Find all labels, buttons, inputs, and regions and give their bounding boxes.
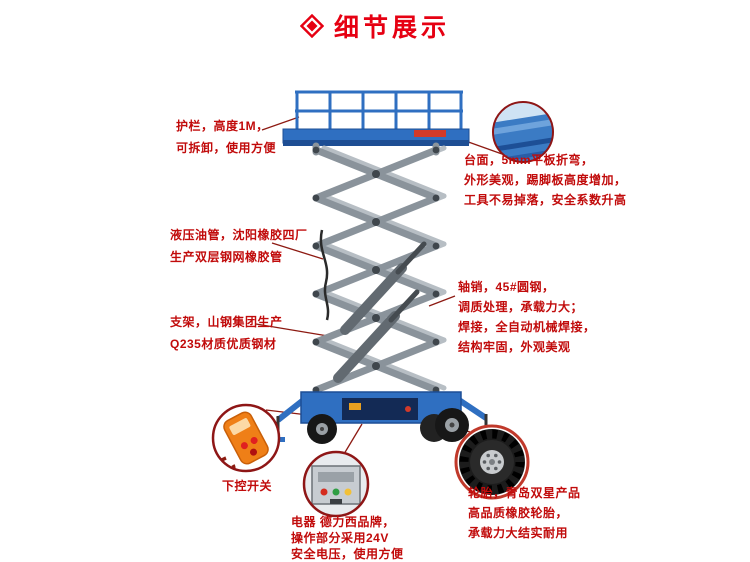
platform-warning-stripe [414,130,446,137]
leader-electric [343,423,363,455]
annotation-platform-top: 台面，5mm平板折弯， 外形美观，踢脚板高度增加， 工具不易掉落，安全系数升高 [464,150,627,210]
hydraulic-cylinder [333,241,427,383]
hydraulic-hose [319,229,330,321]
annotation-line: 液压油管，沈阳橡胶四厂 [170,228,308,242]
wheel-right [435,408,469,442]
annotation-line: 结构牢固，外观美观 [458,340,571,354]
annotation-line: 支架，山钢集团生产 [170,315,283,329]
scissor-pivots [312,146,440,394]
leader-hose [271,242,324,260]
annotation-line: 操作部分采用24V [291,531,389,545]
tire-photo [454,424,530,500]
leader-guardrail [261,116,300,131]
annotation-guardrail: 护栏，高度1M， 可拆卸，使用方便 [176,115,276,159]
annotation-line: 电器 德力西品牌， [291,515,395,529]
platform-deck [282,128,470,146]
annotation-support-frame: 支架，山钢集团生产 Q235材质优质钢材 [170,311,283,355]
annotation-hydraulic-hose: 液压油管，沈阳橡胶四厂 生产双层钢网橡胶管 [170,224,308,268]
annotation-line: 生产双层钢网橡胶管 [170,250,283,264]
guardrail [295,90,463,131]
annotation-line: 台面，5mm平板折弯， [464,153,594,167]
annotation-line: 承载力大结实耐用 [468,526,569,540]
controller-photo [211,403,281,473]
annotation-tire: 轮胎，青岛双星产品 高品质橡胶轮胎， 承载力大结实耐用 [468,483,581,543]
leader-pin [428,295,456,307]
annotation-line: 安全电压，使用方便 [291,547,404,561]
annotation-axle-pin: 轴销，45#圆钢， 调质处理，承载力大； 焊接，全自动机械焊接， 结构牢固，外观… [458,277,596,357]
page-header: 细节展示 [0,8,750,44]
annotation-line: Q235材质优质钢材 [170,337,277,351]
diamond-icon [299,14,324,38]
annotation-line: 焊接，全自动机械焊接， [458,320,596,334]
annotation-line: 调质处理，承载力大； [458,300,584,314]
annotation-line: 高品质橡胶轮胎， [468,506,569,520]
electrical-box-photo [302,450,370,518]
wheel-left [307,414,337,444]
annotation-line: 外形美观，踢脚板高度增加， [464,173,627,187]
annotation-electric: 电器 德力西品牌， 操作部分采用24V 安全电压，使用方便 [291,514,404,562]
annotation-lower-control-switch: 下控开关 [214,476,280,496]
wheels [307,408,469,444]
annotation-line: 可拆卸，使用方便 [176,141,277,155]
annotation-line: 轴销，45#圆钢， [458,280,555,294]
leader-frame [255,323,335,338]
annotation-line: 工具不易掉落，安全系数升高 [464,193,627,207]
annotation-line: 护栏，高度1M， [176,119,269,133]
page-title: 细节展示 [333,14,450,42]
annotation-line: 下控开关 [221,479,272,493]
annotation-line: 轮胎，青岛双星产品 [468,486,581,500]
